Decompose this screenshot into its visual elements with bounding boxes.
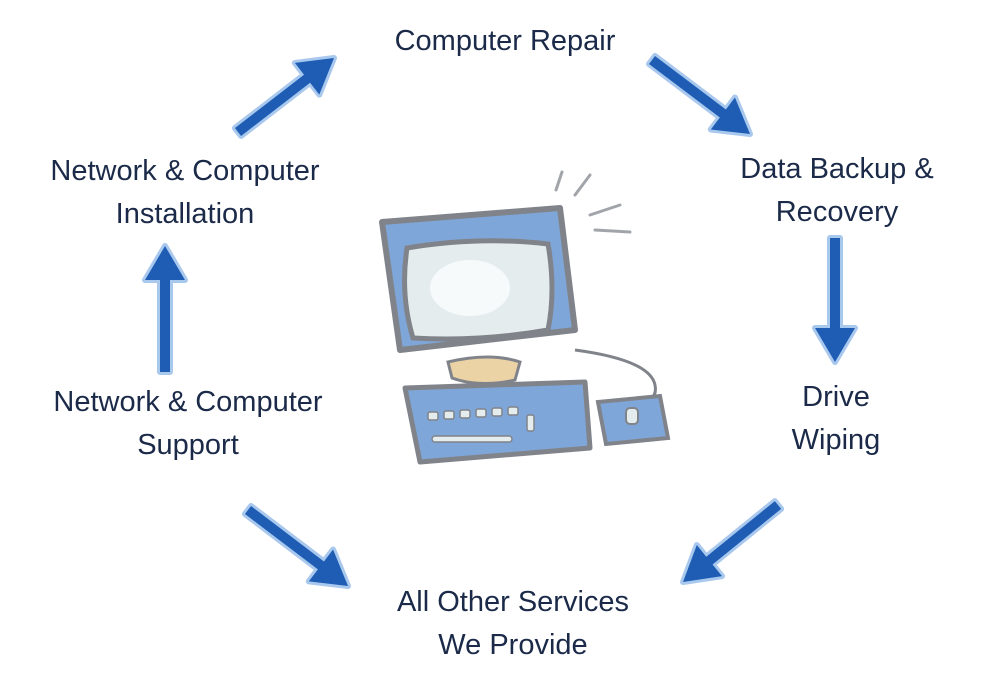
node-text: Network & Computer: [53, 386, 323, 418]
node-text: Computer Repair: [394, 25, 616, 57]
arrow-icon: [234, 58, 334, 136]
node-text: Recovery: [775, 196, 899, 228]
node-text: Support: [137, 429, 239, 461]
node-all-other-services: All Other Services We Provide: [397, 581, 629, 667]
arrow-icon: [815, 238, 855, 362]
arrow-repair-to-backup: [645, 53, 753, 137]
node-text: Wiping: [791, 424, 881, 456]
node-text: We Provide: [438, 629, 588, 661]
arrow-support-to-install: [142, 243, 188, 375]
node-text: All Other Services: [396, 586, 630, 618]
node-computer-repair: Computer Repair: [395, 20, 616, 63]
node-text: Installation: [115, 198, 255, 230]
arrow-icon: [145, 246, 185, 372]
arrow-support-to-other: [241, 503, 351, 589]
node-network-installation: Network & Computer Installation: [50, 150, 319, 236]
arrow-icon: [648, 56, 750, 134]
arrow-backup-to-wiping: [812, 235, 858, 365]
node-text: Data Backup &: [740, 153, 934, 185]
node-text: Drive: [802, 381, 870, 413]
arrow-install-to-repair: [231, 55, 337, 139]
node-network-support: Network & Computer Support: [53, 381, 322, 467]
arrow-icon: [683, 501, 782, 582]
node-text: Network & Computer: [50, 155, 320, 187]
arrow-wiping-to-other: [680, 498, 785, 585]
arrow-icon: [244, 506, 348, 586]
node-data-backup-recovery: Data Backup & Recovery: [740, 148, 933, 234]
node-drive-wiping: Drive Wiping: [792, 376, 881, 462]
